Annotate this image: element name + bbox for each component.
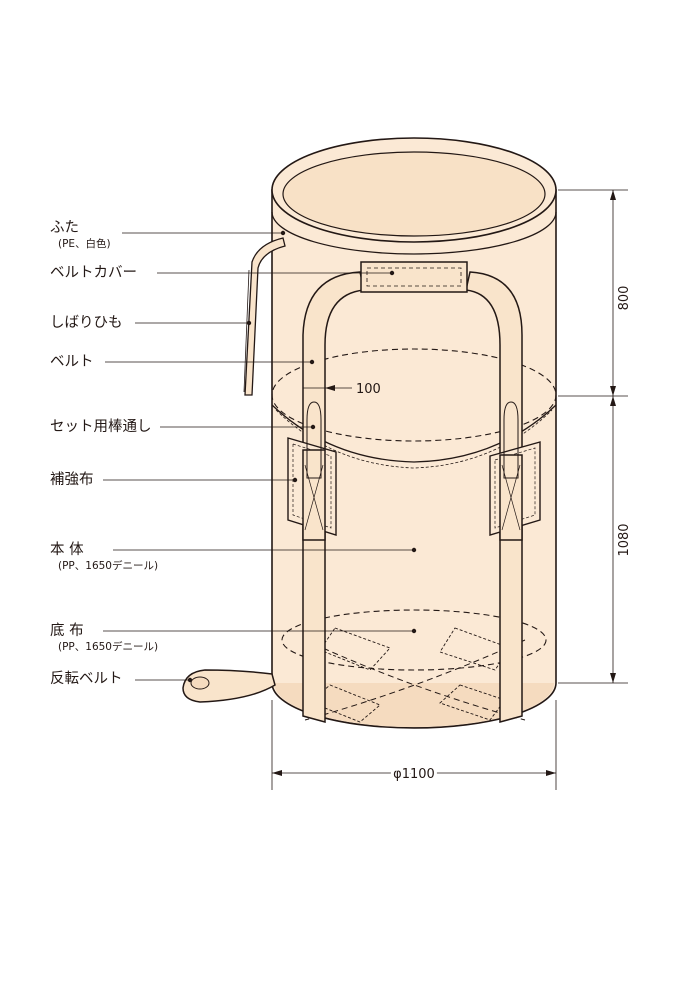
body-silhouette bbox=[271, 189, 557, 729]
dimension-lines bbox=[271, 189, 628, 790]
label-body-material: (PP、1650デニール) bbox=[58, 560, 159, 572]
belt-cover bbox=[360, 261, 468, 293]
label-rod-loop: セット用棒通し bbox=[50, 419, 152, 435]
belt-right bbox=[465, 271, 523, 723]
rod-loops bbox=[306, 401, 519, 479]
leader-lines bbox=[103, 232, 414, 681]
belt-x-stitches bbox=[304, 464, 521, 531]
label-lid-material: (PE、白色) bbox=[58, 238, 111, 250]
label-bottom-fabric-material: (PP、1650デニール) bbox=[58, 641, 159, 653]
label-reverse-belt: 反転ベルト bbox=[50, 671, 123, 687]
lid-collar-edge bbox=[271, 211, 557, 255]
lid-inner-rim bbox=[282, 151, 546, 237]
label-belt-cover: ベルトカバー bbox=[50, 265, 137, 281]
label-body: 本 体 bbox=[50, 542, 84, 558]
label-tie-string: しばりひも bbox=[50, 315, 123, 331]
label-reinforcement: 補強布 bbox=[50, 472, 94, 488]
dim-height-top: 800 bbox=[617, 286, 632, 311]
reverse-belt-hole bbox=[190, 676, 210, 690]
bottom-cross-lines bbox=[304, 639, 526, 721]
bottom-hidden-ellipse bbox=[281, 609, 547, 671]
hidden-ring-upper bbox=[271, 348, 557, 442]
label-belt: ベルト bbox=[50, 354, 94, 370]
leader-dots bbox=[187, 230, 417, 683]
lifting-belts bbox=[302, 271, 523, 723]
label-lid: ふた bbox=[50, 220, 79, 236]
bag-body bbox=[271, 137, 557, 729]
tie-string bbox=[244, 237, 286, 396]
dim-belt-width: 100 bbox=[356, 382, 381, 397]
dim-diameter: φ1100 bbox=[393, 767, 435, 782]
label-bottom-fabric: 底 布 bbox=[50, 623, 84, 639]
dim-height-body: 1080 bbox=[617, 523, 632, 556]
dimension-arrows bbox=[272, 190, 616, 776]
